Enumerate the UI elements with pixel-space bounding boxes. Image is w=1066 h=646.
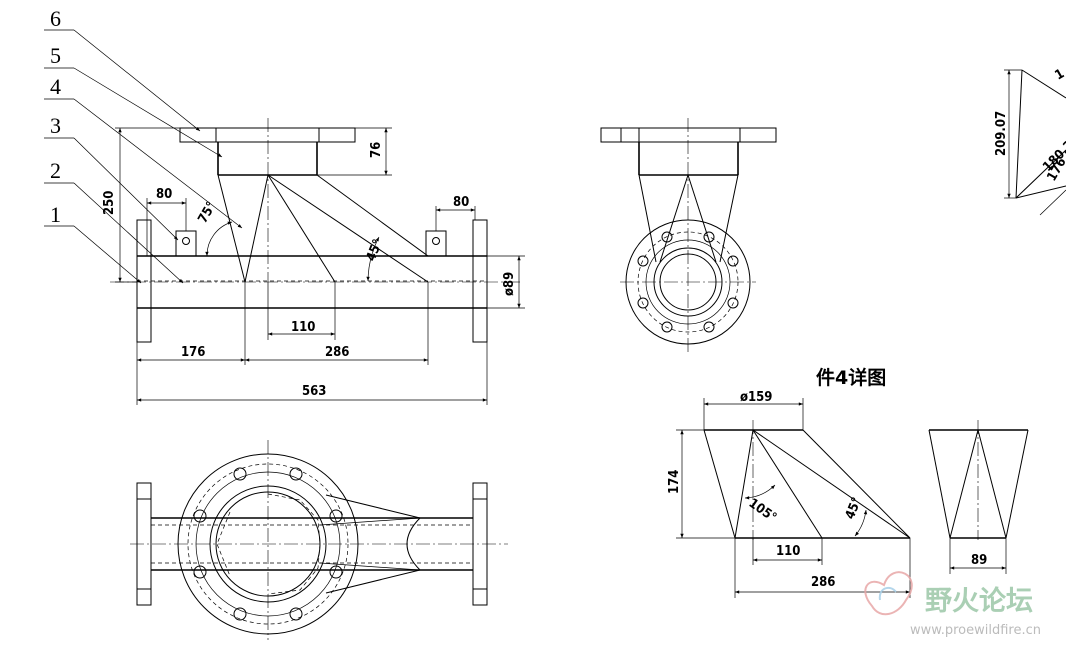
- leader-5-arrow: [73, 67, 223, 158]
- far-right-view: 209.07 180.3 176 1: [994, 66, 1066, 216]
- leader-2-arrow: [73, 182, 184, 284]
- dim-286-detail: 286: [811, 575, 835, 590]
- leader-1-arrow: [73, 225, 142, 284]
- dim-176: 176: [181, 345, 205, 360]
- callout-1: 1: [50, 202, 61, 227]
- front-dimensions: 250 76 80 80 75° 45° ø89 110: [102, 127, 525, 405]
- callout-group: 6 5 4 3 2 1: [44, 6, 243, 284]
- front-view: [110, 118, 520, 343]
- watermark: 野火论坛 www.proewildfire.cn: [864, 571, 1041, 638]
- detail-part4: 件4详图 ø159 174 105° 45° 110 286: [667, 366, 1029, 598]
- dim-174: 174: [667, 470, 682, 494]
- dim-209: 209.07: [994, 111, 1009, 156]
- dim-89-detail: 89: [971, 553, 987, 568]
- dim-cut: 1: [1053, 66, 1066, 83]
- angle-105: 105°: [746, 496, 779, 526]
- flame-logo-icon: [864, 571, 913, 616]
- leader-3-arrow: [73, 137, 179, 241]
- dim-250: 250: [102, 191, 117, 215]
- callout-6: 6: [50, 6, 61, 31]
- lug-left: [175, 230, 197, 257]
- leader-6-arrow: [73, 29, 201, 132]
- leader-4-arrow: [73, 98, 243, 229]
- dim-80-right: 80: [453, 195, 469, 210]
- lug-right: [425, 230, 447, 257]
- dim-110: 110: [291, 320, 315, 335]
- dim-110-detail: 110: [776, 544, 800, 559]
- top-flange-outer: [177, 453, 359, 635]
- callout-3: 3: [50, 113, 61, 138]
- dim-563: 563: [302, 384, 326, 399]
- dim-80-left: 80: [156, 187, 172, 202]
- callout-2: 2: [50, 158, 61, 183]
- callout-4: 4: [50, 74, 61, 99]
- dim-dia-89: ø89: [502, 272, 517, 296]
- watermark-title: 野火论坛: [925, 586, 1033, 617]
- dim-159: ø159: [740, 390, 772, 405]
- side-view: [600, 118, 777, 352]
- top-flange: [179, 127, 356, 143]
- dim-76: 76: [369, 142, 384, 158]
- top-view: [130, 440, 508, 640]
- angle-45-detail: 45°: [843, 495, 865, 521]
- detail-title: 件4详图: [816, 366, 886, 389]
- callout-5: 5: [50, 43, 61, 68]
- angle-75: 75°: [195, 199, 219, 226]
- dim-286: 286: [325, 345, 349, 360]
- watermark-url: www.proewildfire.cn: [910, 623, 1041, 638]
